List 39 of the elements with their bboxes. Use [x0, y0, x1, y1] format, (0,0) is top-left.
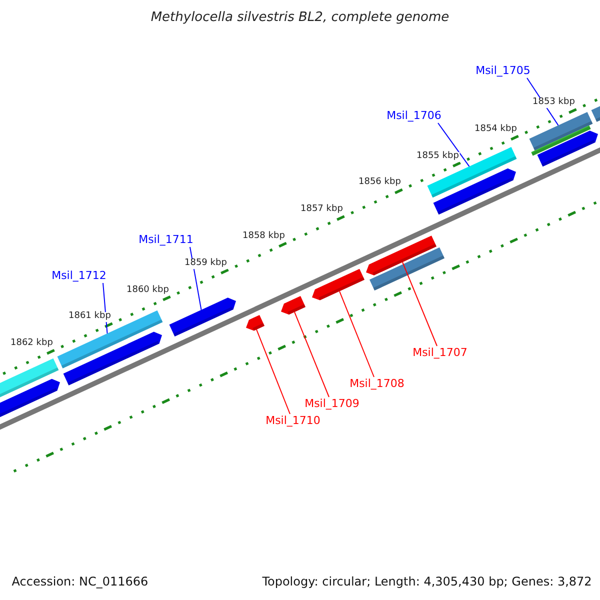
gene-block [312, 268, 365, 300]
gene-block [281, 296, 306, 315]
scale-label: 1854 kbp [474, 125, 518, 135]
gene-block [63, 332, 162, 386]
gene-block [537, 130, 598, 167]
gene-block [57, 310, 163, 368]
leader-line [438, 122, 470, 167]
gene-label: Msil_1706 [386, 110, 442, 122]
leader-line [294, 312, 330, 398]
gene-label: Msil_1705 [476, 64, 530, 78]
scale-label: 1856 kbp [358, 178, 402, 188]
scale-label: 1859 kbp [184, 258, 228, 269]
scale-label: 1853 kbp [532, 98, 576, 108]
accession-note: Accession: NC_011666 [12, 575, 148, 589]
leader-line [339, 290, 374, 378]
scale-label: 1861 kbp [68, 312, 112, 322]
leader-line [402, 262, 438, 346]
gene-label: Msil_1709 [304, 398, 360, 410]
gene-label: Msil_1710 [266, 414, 320, 428]
gene-block [529, 112, 593, 151]
gene-block [591, 104, 600, 122]
scale-label: 1860 kbp [126, 286, 170, 296]
scale-label: 1862 kbp [10, 339, 54, 350]
gene-label: Msil_1707 [412, 346, 468, 360]
gene-label: Msil_1708 [350, 378, 404, 390]
gene-block [366, 236, 437, 276]
scale-label: 1855 kbp [416, 152, 460, 162]
leader-line [256, 329, 290, 414]
gene-label: Msil_1712 [52, 270, 106, 282]
gene-block [169, 298, 236, 336]
scale-label: 1858 kbp [242, 232, 286, 242]
title: Methylocella silvestris BL2, complete genome [150, 10, 450, 26]
gene-block [433, 168, 516, 215]
gene-label: Msil_1711 [138, 234, 194, 246]
genome-summary: Topology: circular; Length: 4,305,430 bp; Genes: 3,872 [262, 575, 592, 589]
gene-block [370, 247, 445, 291]
scale-label: 1857 kbp [300, 205, 344, 216]
gene-block [531, 125, 591, 156]
gene-block [246, 314, 265, 331]
